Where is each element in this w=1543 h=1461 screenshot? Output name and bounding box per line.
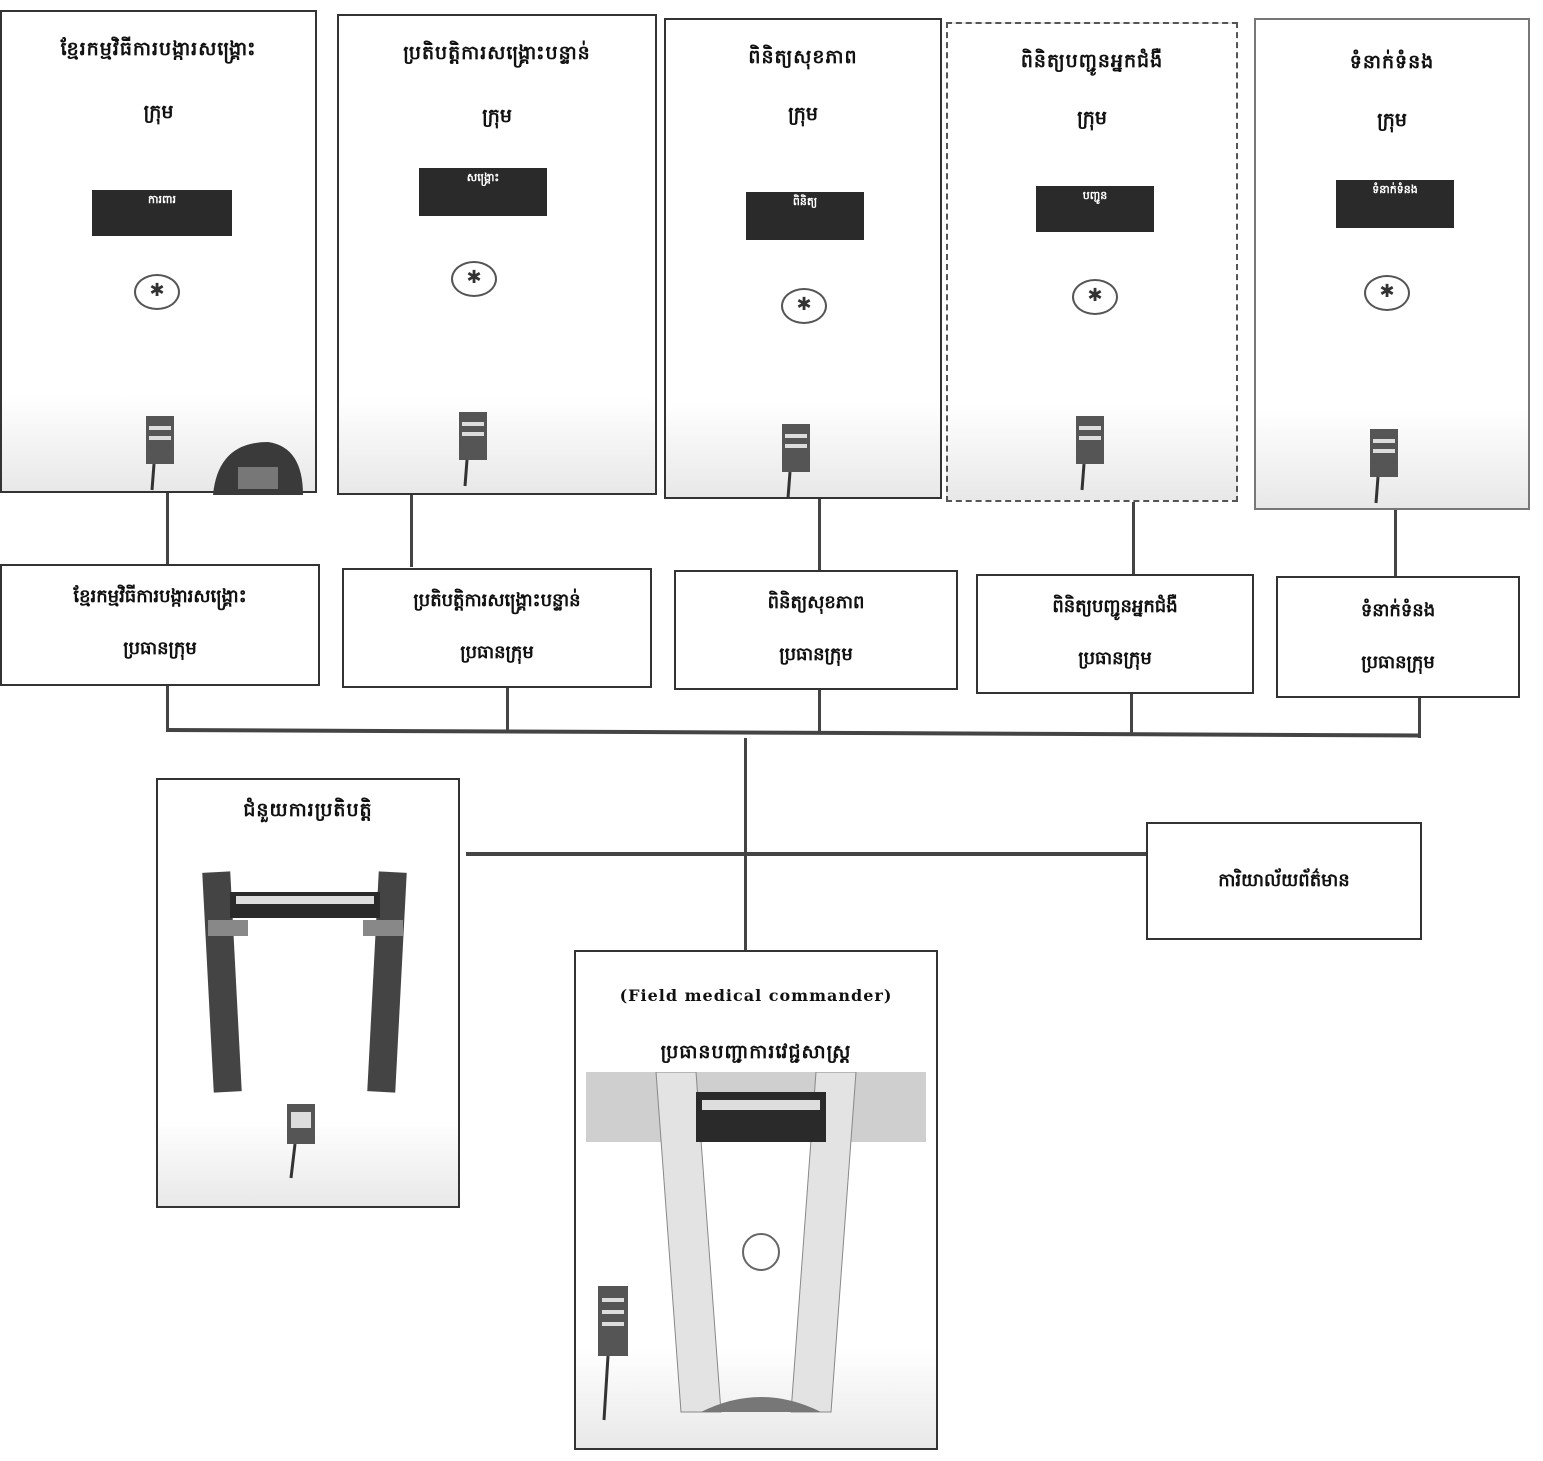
team-card-5: ទំនាក់ទំនង ក្រុម ទំនាក់ទំនង ✱ [1254,18,1530,510]
leader-title: ទំនាក់ទំនង [1360,600,1436,621]
card-title: ពិនិត្យបញ្ជូនអ្នកជំងឺ [1020,50,1164,72]
radio-icon [1076,416,1104,491]
radio-icon [782,424,810,499]
vest-label: បញ្ជូន [1036,186,1154,232]
radio-icon [287,1104,315,1179]
leader-title: ពិនិត្យបញ្ជូនអ្នកជំងឺ [1052,596,1178,617]
vest-label: ពិនិត្យ [746,192,864,240]
radio-icon [1370,429,1398,504]
leader-box-3: ពិនិត្យសុខភាព ប្រធានក្រុម [674,570,958,690]
leader-role: ប្រធានក្រុម [779,644,853,665]
leader-box-4: ពិនិត្យបញ្ជូនអ្នកជំងឺ ប្រធានក្រុម [976,574,1254,694]
connector-line [1130,694,1133,734]
connector-line [1394,510,1397,576]
leader-title: ពិនិត្យសុខភាព [767,592,865,613]
emblem-icon: ✱ [1364,275,1410,311]
commander-card: (Field medical commander) ប្រធានបញ្ជាការ… [574,950,938,1450]
connector-line [818,690,821,732]
emblem-icon: ✱ [451,261,497,297]
connector-trunk [744,738,747,950]
leader-box-5: ទំនាក់ទំនង ប្រធានក្រុម [1276,576,1520,698]
connector-line [818,499,821,571]
vest-label: សង្គ្រោះ [419,168,547,216]
leader-title: ខ្មែរកម្មវិធីការបង្ការសង្គ្រោះ [73,586,247,607]
connector-bus [165,728,1421,738]
card-role: ក្រុម [143,101,174,123]
card-role: ក្រុម [1377,109,1407,131]
leader-role: ប្រធានក្រុម [1078,648,1152,669]
radio-icon [598,1286,628,1421]
helmet-icon [213,442,303,495]
leader-role: ប្រធានក្រុម [123,638,197,659]
emblem-icon: ✱ [134,274,180,310]
card-title: ប្រតិបត្តិការសង្គ្រោះបន្ទាន់ [403,42,591,64]
card-title: ជំនួយការប្រតិបត្តិ [243,799,373,821]
card-title: ខ្មែរកម្មវិធីការបង្ការសង្គ្រោះ [60,38,257,60]
commander-english: (Field medical commander) [619,986,893,1005]
info-office-title: ការិយាល័យព័ត៌មាន [1218,870,1350,891]
leader-title: ប្រតិបត្តិការសង្គ្រោះបន្ទាន់ [413,590,581,611]
vest-label: ការពារ [92,190,232,236]
team-card-1: ខ្មែរកម្មវិធីការបង្ការសង្គ្រោះ ក្រុម ការ… [0,10,317,495]
commander-title: ប្រធានបញ្ជាការវេជ្ជសាស្ត្រ [660,1041,852,1063]
card-role: ក្រុម [1077,107,1107,129]
connector-horizontal [466,852,1148,856]
radio-icon [146,416,174,491]
vest-label: ទំនាក់ទំនង [1336,180,1454,228]
emblem-icon: ✱ [1072,279,1118,315]
vest-icon [202,871,407,1093]
card-title: ពិនិត្យសុខភាព [748,46,858,68]
team-card-2: ប្រតិបត្តិការសង្គ្រោះបន្ទាន់ ក្រុម សង្គ្… [337,14,657,495]
team-card-4: ពិនិត្យបញ្ជូនអ្នកជំងឺ ក្រុម បញ្ជូន ✱ [946,22,1238,502]
leader-box-2: ប្រតិបត្តិការសង្គ្រោះបន្ទាន់ ប្រធានក្រុម [342,568,652,688]
connector-line [506,688,509,730]
card-role: ក្រុម [482,105,512,127]
emblem-icon: ✱ [781,288,827,324]
card-role: ក្រុម [788,103,818,125]
vest-icon [586,1072,926,1413]
leader-role: ប្រធានក្រុម [1361,652,1435,673]
card-title: ទំនាក់ទំនង [1349,51,1435,73]
connector-line [166,493,169,565]
leader-role: ប្រធានក្រុម [460,642,534,663]
connector-line [410,495,413,567]
connector-line [1418,698,1421,738]
assistant-card: ជំនួយការប្រតិបត្តិ [156,778,460,1208]
connector-line [166,686,169,730]
leader-box-1: ខ្មែរកម្មវិធីការបង្ការសង្គ្រោះ ប្រធានក្រ… [0,564,320,686]
radio-icon [459,412,487,487]
connector-line [1132,502,1135,574]
team-card-3: ពិនិត្យសុខភាព ក្រុម ពិនិត្យ ✱ [664,18,942,499]
info-office-box: ការិយាល័យព័ត៌មាន [1146,822,1422,940]
